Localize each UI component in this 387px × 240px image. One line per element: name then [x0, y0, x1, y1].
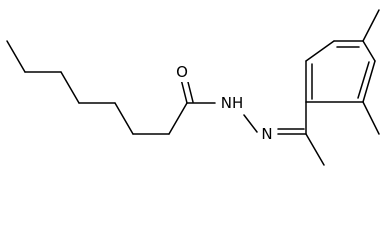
imine-nitrogen-label-bg	[259, 125, 275, 143]
structure-canvas: O NH N	[6, 9, 380, 166]
ring-bond-2	[305, 40, 335, 62]
amide-nitrogen-label-bg	[218, 94, 246, 112]
amide-nitrogen-label: NH	[221, 94, 244, 112]
dimethylphenyl-ring	[305, 9, 380, 135]
para-methyl-bond	[362, 9, 380, 42]
octanoyl-chain	[6, 40, 188, 135]
oxygen-label-bg	[174, 64, 190, 82]
hydrazone-linkage	[243, 101, 325, 166]
ring-bond-4	[362, 40, 376, 62]
imine-nitrogen-label: N	[261, 125, 272, 143]
bond-c6-c5	[60, 71, 80, 104]
molecule-drawing: O NH N	[6, 9, 380, 166]
ring-bond-5	[362, 60, 376, 103]
ring-bond-5-inner	[357, 61, 370, 99]
bond-c8-c7	[6, 40, 26, 73]
bond-nh-n	[243, 114, 258, 133]
oxygen-label: O	[176, 63, 188, 81]
bond-c1-o-a	[180, 78, 188, 104]
bond-c-methyl	[305, 133, 325, 166]
bond-c2-c1	[168, 102, 188, 135]
atom-labels: O NH N	[174, 63, 275, 143]
bond-c4-c3	[114, 102, 134, 135]
ortho-methyl-bond	[362, 101, 380, 135]
